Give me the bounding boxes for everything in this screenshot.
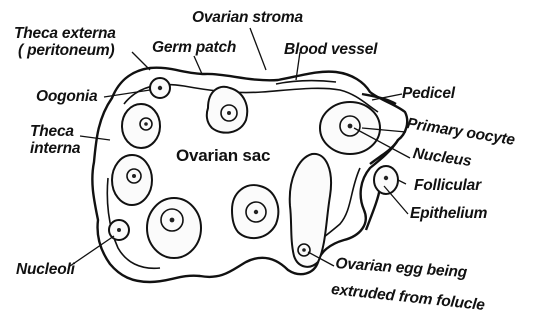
follicle-oogonia (150, 78, 170, 98)
follicle-left-mid (112, 155, 152, 205)
label-oogonia: Oogonia (36, 89, 97, 105)
label-germ-patch: Germ patch (152, 40, 236, 56)
label-theca-interna-line1: Theca (30, 124, 74, 140)
follicle-left-top (122, 104, 160, 148)
label-peritoneum: ( peritoneum) (18, 43, 114, 59)
follicle-external (366, 166, 398, 230)
label-ovarian-sac: Ovarian sac (176, 148, 270, 164)
label-pedicel: Pedicel (402, 86, 455, 102)
follicle-bottom-center (232, 185, 278, 238)
label-theca-externa: Theca externa (14, 26, 116, 42)
label-follicular: Follicular (414, 178, 481, 194)
follicle-bottom-large (147, 198, 201, 258)
label-ovarian-stroma: Ovarian stroma (192, 10, 303, 26)
label-epithelium: Epithelium (410, 206, 487, 222)
follicle-primary-oocyte (320, 102, 380, 154)
label-nucleoli: Nucleoli (16, 262, 75, 278)
follicle-top-center (207, 87, 247, 133)
label-theca-interna-line2: interna (30, 141, 80, 157)
label-blood-vessel: Blood vessel (284, 42, 377, 58)
blood-vessel (276, 81, 336, 84)
